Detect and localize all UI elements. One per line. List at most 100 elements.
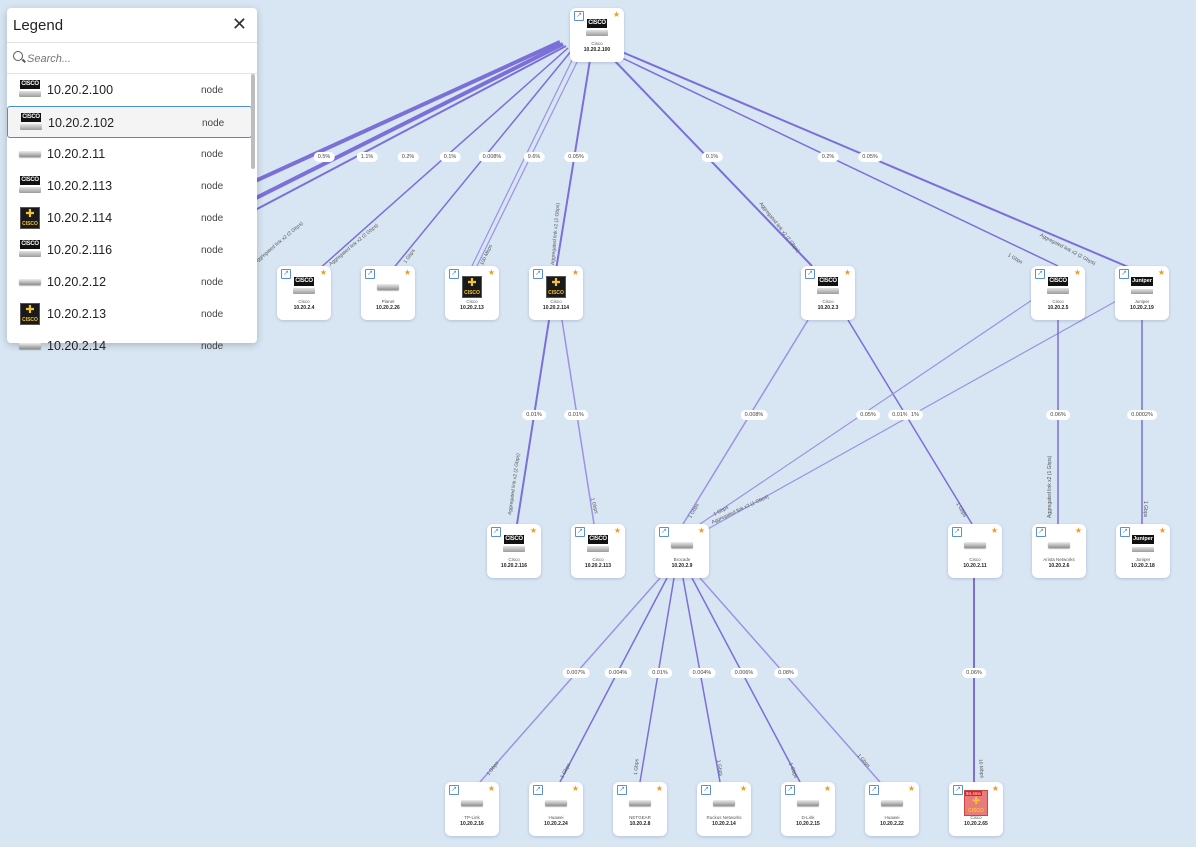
open-link-icon[interactable]: ↗ <box>575 527 585 537</box>
network-link[interactable] <box>691 577 801 783</box>
open-link-icon[interactable]: ↗ <box>953 785 963 795</box>
close-icon[interactable]: ✕ <box>231 14 247 34</box>
open-link-icon[interactable]: ↗ <box>1035 269 1045 279</box>
star-icon[interactable]: ★ <box>991 784 999 793</box>
switch-icon <box>964 542 986 548</box>
network-link[interactable] <box>682 577 721 783</box>
star-icon[interactable]: ★ <box>571 268 579 277</box>
star-icon[interactable]: ★ <box>1157 268 1165 277</box>
star-icon[interactable]: ★ <box>319 268 327 277</box>
link-utilization-label: 0.01% <box>522 410 546 420</box>
open-link-icon[interactable]: ↗ <box>785 785 795 795</box>
open-link-icon[interactable]: ↗ <box>869 785 879 795</box>
star-icon[interactable]: ★ <box>843 268 851 277</box>
star-icon[interactable]: ★ <box>739 784 747 793</box>
legend-scrollbar[interactable] <box>251 74 255 169</box>
legend-item-type: node <box>201 309 224 320</box>
open-link-icon[interactable]: ↗ <box>449 785 459 795</box>
network-link[interactable] <box>847 319 973 525</box>
star-icon[interactable]: ★ <box>571 784 579 793</box>
open-link-icon[interactable]: ↗ <box>365 269 375 279</box>
network-link[interactable] <box>469 51 577 271</box>
network-link[interactable] <box>239 42 564 208</box>
star-icon[interactable]: ★ <box>907 784 915 793</box>
star-icon[interactable]: ★ <box>403 268 411 277</box>
legend-item-type: node <box>202 118 225 129</box>
star-icon[interactable]: ★ <box>487 784 495 793</box>
network-link[interactable] <box>474 55 581 271</box>
network-link[interactable] <box>516 319 550 525</box>
star-icon[interactable]: ★ <box>990 526 998 535</box>
open-link-icon[interactable]: ↗ <box>952 527 962 537</box>
star-icon[interactable]: ★ <box>823 784 831 793</box>
star-icon[interactable]: ★ <box>697 526 705 535</box>
star-icon[interactable]: ★ <box>613 526 621 535</box>
star-icon[interactable]: ★ <box>1074 526 1082 535</box>
network-link[interactable] <box>617 55 1059 267</box>
star-icon[interactable]: ★ <box>487 268 495 277</box>
switch-icon <box>545 800 567 806</box>
network-link[interactable] <box>559 577 668 783</box>
open-link-icon[interactable]: ↗ <box>533 269 543 279</box>
network-link[interactable] <box>621 51 1141 273</box>
network-link[interactable] <box>699 577 881 783</box>
network-link[interactable] <box>239 45 567 219</box>
open-link-icon[interactable]: ↗ <box>533 785 543 795</box>
star-icon[interactable]: ★ <box>1073 268 1081 277</box>
open-link-icon[interactable]: ↗ <box>574 11 584 21</box>
open-link-icon[interactable]: ↗ <box>1036 527 1046 537</box>
star-icon[interactable]: ★ <box>655 784 663 793</box>
network-link[interactable] <box>239 40 561 190</box>
open-link-icon[interactable]: ↗ <box>491 527 501 537</box>
network-link[interactable] <box>561 319 595 525</box>
open-link-icon[interactable]: ↗ <box>1119 269 1129 279</box>
open-link-icon[interactable]: ↗ <box>617 785 627 795</box>
star-icon[interactable]: ★ <box>1158 526 1166 535</box>
network-link[interactable] <box>555 59 591 271</box>
open-link-icon[interactable]: ↗ <box>449 269 459 279</box>
network-link[interactable] <box>639 577 675 783</box>
network-link[interactable] <box>611 57 813 267</box>
star-icon[interactable]: ★ <box>612 10 620 19</box>
network-link[interactable] <box>682 319 809 525</box>
open-link-icon[interactable]: ↗ <box>281 269 291 279</box>
search-input[interactable] <box>25 49 249 69</box>
open-link-icon[interactable]: ↗ <box>805 269 815 279</box>
open-link-icon[interactable]: ↗ <box>659 527 669 537</box>
star-icon[interactable]: ★ <box>529 526 537 535</box>
open-link-icon[interactable]: ↗ <box>701 785 711 795</box>
network-link[interactable] <box>479 577 661 783</box>
open-link-icon[interactable]: ↗ <box>1120 527 1130 537</box>
